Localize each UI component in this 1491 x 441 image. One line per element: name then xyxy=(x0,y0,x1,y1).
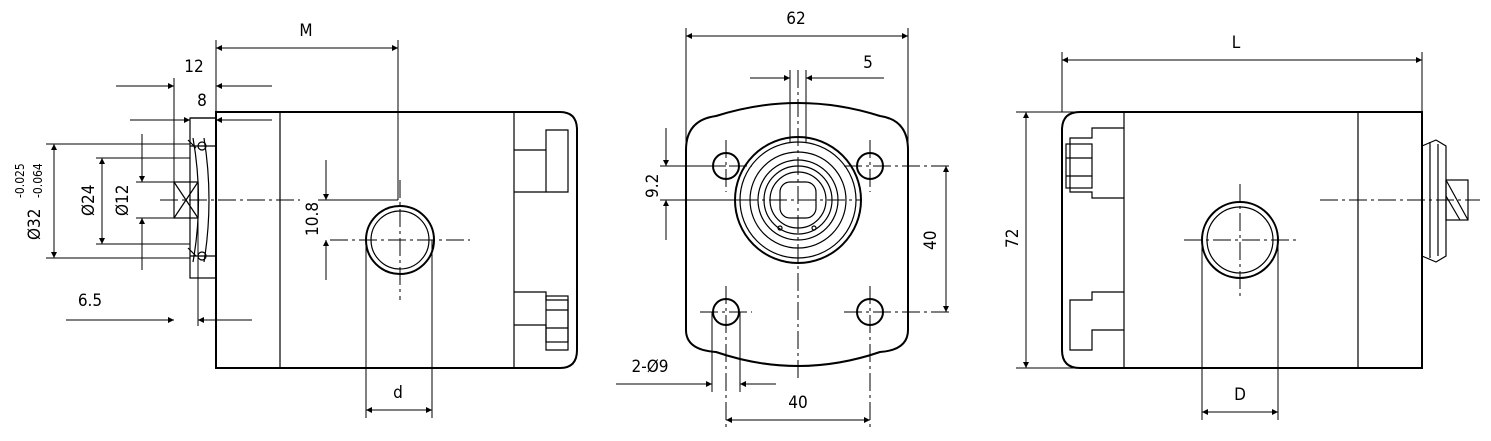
left-body-outline xyxy=(215,111,578,369)
dim-62-label: 62 xyxy=(786,9,805,29)
dim-d-label: d xyxy=(393,383,403,403)
dim-10-8-label: 10.8 xyxy=(303,202,323,236)
dim-d-upper-label: D xyxy=(1234,385,1246,405)
left-view: M 12 8 6.5 Ø32 -0.025 -0.064 Ø24 Ø12 xyxy=(13,21,578,418)
dim-12-label: 12 xyxy=(184,57,203,77)
holes-label: 2-Ø9 xyxy=(631,357,668,377)
dim-6-5-label: 6.5 xyxy=(78,291,102,311)
dim-40-horizontal-label: 40 xyxy=(788,393,807,413)
dim-9-2-label: 9.2 xyxy=(643,174,663,198)
tol-lower-label: -0.064 xyxy=(31,163,45,198)
dim-5-label: 5 xyxy=(863,53,873,73)
dim-m-label: M xyxy=(299,21,312,41)
dim-l-label: L xyxy=(1232,33,1241,53)
dia-32-label: Ø32 xyxy=(25,209,45,241)
dia-12-label: Ø12 xyxy=(113,185,133,217)
front-view: 62 5 9.2 40 2-Ø9 40 xyxy=(616,9,950,428)
front-flange-outline xyxy=(685,102,909,367)
dim-40-vertical-label: 40 xyxy=(921,231,941,250)
right-view: L 72 D xyxy=(1003,33,1480,420)
dim-8-label: 8 xyxy=(197,91,207,111)
tol-upper-label: -0.025 xyxy=(13,163,27,198)
dim-72-label: 72 xyxy=(1003,229,1023,248)
dia-24-label: Ø24 xyxy=(79,185,99,217)
